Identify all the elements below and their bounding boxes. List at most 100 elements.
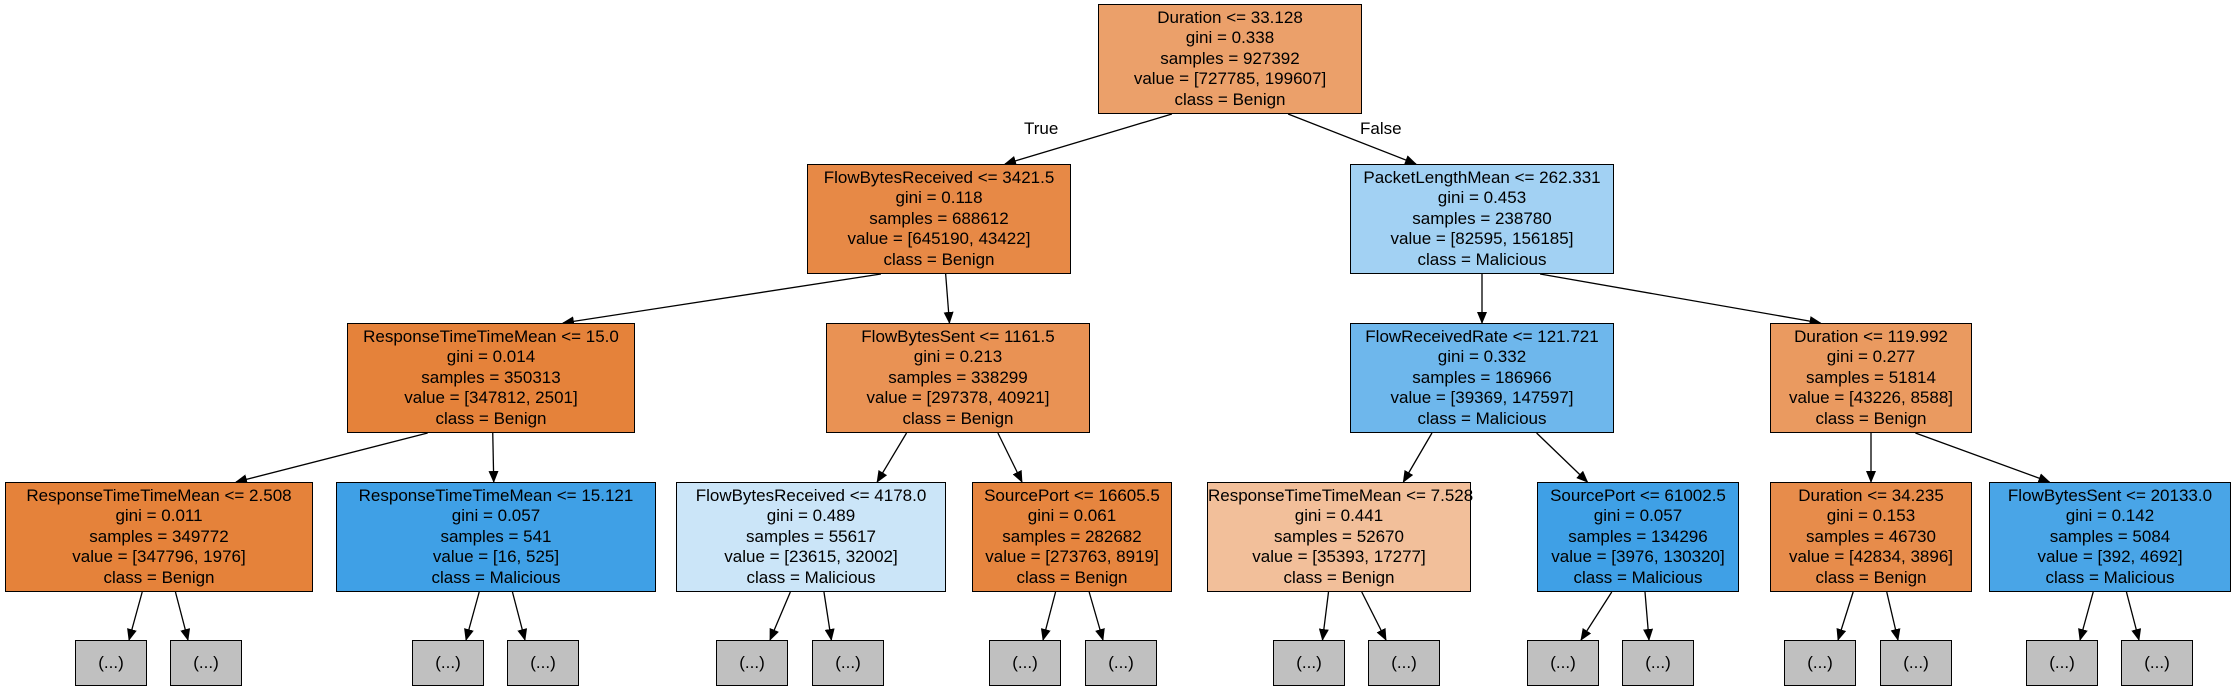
node-class: class = Benign — [1174, 89, 1286, 109]
node-gini: gini = 0.277 — [1826, 347, 1916, 367]
truncated-subtree-l14: (...) — [2026, 640, 2098, 686]
node-class: class = Malicious — [2045, 567, 2175, 587]
truncated-subtree-l5: (...) — [812, 640, 884, 686]
truncated-subtree-l8: (...) — [1273, 640, 1345, 686]
edge-n0-n1 — [1004, 113, 1173, 166]
node-samples: samples = 238780 — [1412, 208, 1552, 228]
node-split-condition: Duration <= 34.235 — [1798, 485, 1944, 505]
node-class: class = Benign — [883, 249, 995, 269]
node-split-condition: FlowBytesSent <= 1161.5 — [861, 326, 1055, 346]
node-gini: gini = 0.057 — [1593, 506, 1683, 526]
node-class: class = Benign — [1815, 567, 1927, 587]
node-samples: samples = 350313 — [421, 367, 561, 387]
edge-n0-n2 — [1287, 113, 1417, 165]
node-split-condition: Duration <= 33.128 — [1157, 7, 1303, 27]
node-samples: samples = 52670 — [1274, 526, 1404, 546]
edge-n13-l12 — [1836, 591, 1854, 641]
node-gini: gini = 0.153 — [1826, 506, 1916, 526]
node-value: value = [392, 4692] — [2037, 547, 2183, 567]
node-samples: samples = 927392 — [1160, 48, 1300, 68]
truncated-subtree-l9: (...) — [1368, 640, 1440, 686]
node-samples: samples = 134296 — [1568, 526, 1708, 546]
edge-n2-n6 — [1539, 273, 1822, 327]
node-gini: gini = 0.213 — [913, 347, 1003, 367]
edge-n5-n11 — [1402, 432, 1433, 483]
node-class: class = Malicious — [1417, 408, 1547, 428]
edge-n3-n8 — [488, 432, 499, 483]
node-class: class = Benign — [1815, 408, 1927, 428]
edge-label-true: True — [1024, 119, 1059, 138]
node-value: value = [39369, 147597] — [1390, 388, 1574, 408]
truncated-subtree-l15: (...) — [2121, 640, 2193, 686]
node-value: value = [82595, 156185] — [1390, 229, 1574, 249]
edge-n7-l0 — [127, 591, 143, 641]
edge-n8-l3 — [511, 591, 528, 641]
node-samples: samples = 541 — [440, 526, 552, 546]
node-gini: gini = 0.453 — [1437, 188, 1527, 208]
node-gini: gini = 0.489 — [766, 506, 856, 526]
edge-n4-n9 — [876, 432, 908, 483]
node-samples: samples = 51814 — [1806, 367, 1936, 387]
node-value: value = [645190, 43422] — [847, 229, 1031, 249]
edge-n1-n4 — [943, 273, 954, 324]
node-split-condition: ResponseTimeTimeMean <= 7.528 — [1208, 485, 1474, 505]
node-value: value = [35393, 17277] — [1252, 547, 1426, 567]
node-split-condition: ResponseTimeTimeMean <= 15.0 — [363, 326, 619, 346]
node-class: class = Benign — [435, 408, 547, 428]
node-samples: samples = 688612 — [869, 208, 1009, 228]
node-split-condition: FlowBytesReceived <= 3421.5 — [823, 167, 1055, 187]
truncated-subtree-l4: (...) — [716, 640, 788, 686]
node-gini: gini = 0.118 — [895, 188, 983, 208]
truncated-subtree-l3: (...) — [507, 640, 579, 686]
node-gini: gini = 0.332 — [1437, 347, 1527, 367]
node-split-condition: PacketLengthMean <= 262.331 — [1363, 167, 1601, 187]
node-samples: samples = 282682 — [1002, 526, 1142, 546]
edge-n12-l11 — [1643, 591, 1654, 641]
edge-n10-l7 — [1088, 591, 1105, 641]
node-samples: samples = 338299 — [888, 367, 1028, 387]
node-class: class = Benign — [103, 567, 215, 587]
node-split-condition: FlowBytesReceived <= 4178.0 — [695, 485, 927, 505]
truncated-subtree-l7: (...) — [1085, 640, 1157, 686]
truncated-subtree-l13: (...) — [1880, 640, 1952, 686]
edge-n13-l13 — [1886, 591, 1901, 641]
node-value: value = [297378, 40921] — [866, 388, 1050, 408]
node-value: value = [347812, 2501] — [404, 388, 578, 408]
node-class: class = Malicious — [1417, 249, 1547, 269]
edge-n14-l15 — [2125, 591, 2142, 641]
truncated-subtree-l12: (...) — [1784, 640, 1856, 686]
node-gini: gini = 0.142 — [2065, 506, 2155, 526]
edge-n11-l8 — [1318, 591, 1330, 641]
node-samples: samples = 55617 — [746, 526, 876, 546]
node-class: class = Malicious — [1573, 567, 1703, 587]
node-samples: samples = 46730 — [1806, 526, 1936, 546]
node-gini: gini = 0.011 — [115, 506, 203, 526]
node-gini: gini = 0.057 — [451, 506, 541, 526]
node-value: value = [43226, 8588] — [1789, 388, 1953, 408]
node-gini: gini = 0.338 — [1185, 28, 1275, 48]
node-class: class = Malicious — [431, 567, 561, 587]
edge-n3-n7 — [235, 432, 428, 485]
node-split-condition: FlowReceivedRate <= 121.721 — [1365, 326, 1599, 346]
node-value: value = [347796, 1976] — [72, 547, 246, 567]
edge-n9-l5 — [823, 591, 835, 641]
edge-n11-l9 — [1361, 591, 1387, 641]
node-value: value = [3976, 130320] — [1551, 547, 1725, 567]
truncated-subtree-l10: (...) — [1527, 640, 1599, 686]
truncated-subtree-l11: (...) — [1622, 640, 1694, 686]
node-split-condition: Duration <= 119.992 — [1794, 326, 1948, 346]
edge-n7-l1 — [174, 591, 191, 641]
